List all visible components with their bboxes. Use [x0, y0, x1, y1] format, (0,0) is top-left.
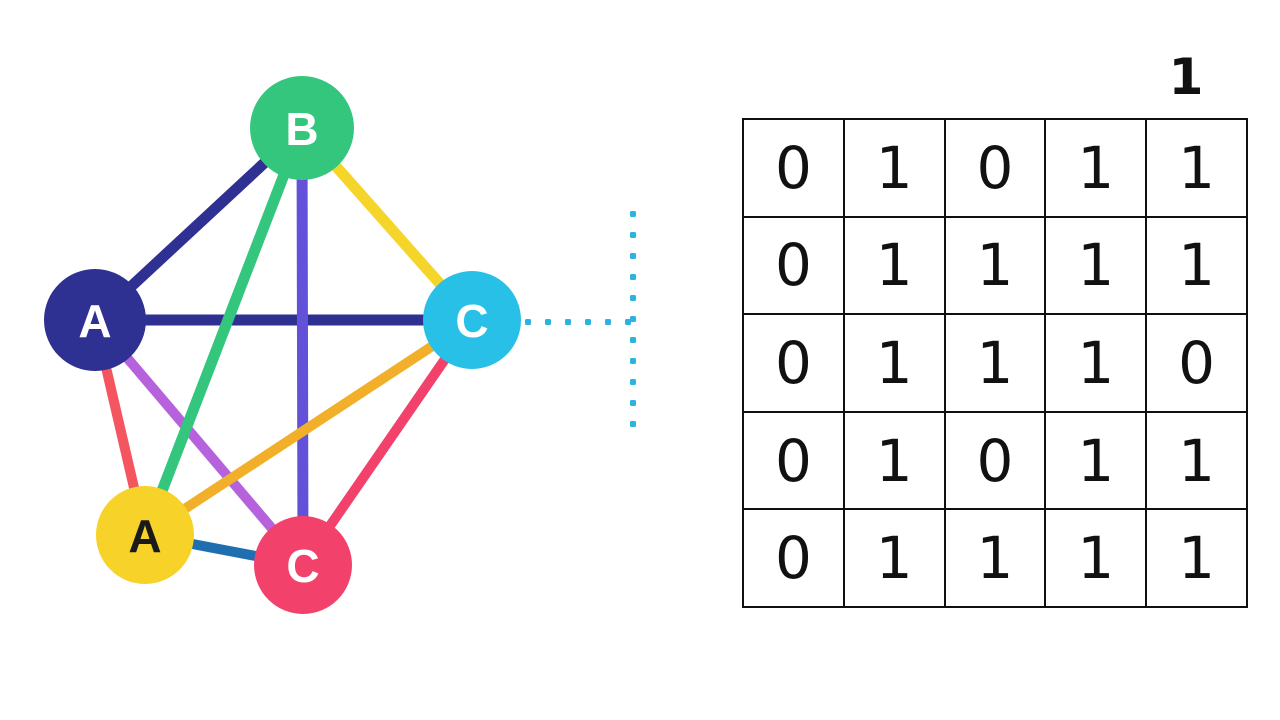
- graph-node-b[interactable]: B: [250, 76, 354, 180]
- node-circle-c_pink[interactable]: [254, 516, 352, 614]
- matrix-cell-r5-c3[interactable]: 1: [943, 508, 1047, 608]
- dotted-connector: [525, 211, 636, 427]
- matrix-cell-r3-c5[interactable]: 0: [1145, 313, 1248, 413]
- connector-dot-vertical: [630, 295, 636, 301]
- matrix-cell-r1-c2[interactable]: 1: [842, 118, 946, 218]
- matrix-cell-r5-c1[interactable]: 0: [742, 508, 845, 608]
- matrix-cell-r4-c2[interactable]: 1: [842, 410, 946, 511]
- graph-node-a_yellow[interactable]: A: [96, 486, 194, 584]
- node-circle-b[interactable]: [250, 76, 354, 180]
- connector-dot-vertical: [630, 337, 636, 343]
- matrix-cell-r1-c5[interactable]: 1: [1145, 118, 1248, 218]
- matrix-cell-r4-c1[interactable]: 0: [742, 410, 845, 511]
- matrix-cell-r2-c4[interactable]: 1: [1044, 215, 1148, 316]
- matrix-corner-label: 1: [1168, 48, 1204, 106]
- matrix-cell-r5-c2[interactable]: 1: [842, 508, 946, 608]
- edge-a-navy-c-pink: [90, 315, 308, 570]
- connector-dot-vertical: [630, 421, 636, 427]
- graph-node-c_pink[interactable]: C: [254, 516, 352, 614]
- connector-dot-vertical: [630, 274, 636, 280]
- edge-c-cyan-c-pink: [298, 315, 477, 570]
- matrix-cell-r1-c4[interactable]: 1: [1044, 118, 1148, 218]
- node-circle-a_yellow[interactable]: [96, 486, 194, 584]
- connector-dot-horizontal: [585, 319, 591, 325]
- edge-c-cyan-a-yellow: [140, 315, 477, 540]
- connector-dot-horizontal: [565, 319, 571, 325]
- matrix-cell-r4-c5[interactable]: 1: [1145, 410, 1248, 511]
- matrix-cell-r5-c5[interactable]: 1: [1145, 508, 1248, 608]
- connector-dot-vertical: [630, 358, 636, 364]
- matrix-cell-r2-c2[interactable]: 1: [842, 215, 946, 316]
- matrix-cell-r3-c4[interactable]: 1: [1044, 313, 1148, 413]
- matrix-cell-r2-c3[interactable]: 1: [943, 215, 1047, 316]
- matrix-cell-r3-c2[interactable]: 1: [842, 313, 946, 413]
- matrix-cell-r2-c1[interactable]: 0: [742, 215, 845, 316]
- connector-dot-vertical: [630, 253, 636, 259]
- edge-b-c-pink: [296, 122, 309, 571]
- connector-dot-horizontal: [605, 319, 611, 325]
- matrix-cell-r4-c4[interactable]: 1: [1044, 410, 1148, 511]
- matrix-cell-r1-c1[interactable]: 0: [742, 118, 845, 218]
- connector-dot-vertical: [630, 400, 636, 406]
- connector-dot-horizontal: [525, 319, 531, 325]
- matrix-cell-r4-c3[interactable]: 0: [943, 410, 1047, 511]
- edge-b-a-yellow: [139, 122, 308, 541]
- connector-dot-horizontal: [625, 319, 631, 325]
- connector-dot-vertical: [630, 316, 636, 322]
- node-circle-c_cyan[interactable]: [423, 271, 521, 369]
- matrix-cell-r3-c3[interactable]: 1: [943, 313, 1047, 413]
- connector-dot-vertical: [630, 211, 636, 217]
- connector-dot-vertical: [630, 232, 636, 238]
- matrix-cell-r1-c3[interactable]: 0: [943, 118, 1047, 218]
- matrix-cell-r2-c5[interactable]: 1: [1145, 215, 1248, 316]
- node-circle-a_navy[interactable]: [44, 269, 146, 371]
- connector-dot-vertical: [630, 379, 636, 385]
- connector-dot-horizontal: [545, 319, 551, 325]
- matrix-cell-r3-c1[interactable]: 0: [742, 313, 845, 413]
- graph-node-a_navy[interactable]: A: [44, 269, 146, 371]
- graph-node-c_cyan[interactable]: C: [423, 271, 521, 369]
- matrix-cell-r5-c4[interactable]: 1: [1044, 508, 1148, 608]
